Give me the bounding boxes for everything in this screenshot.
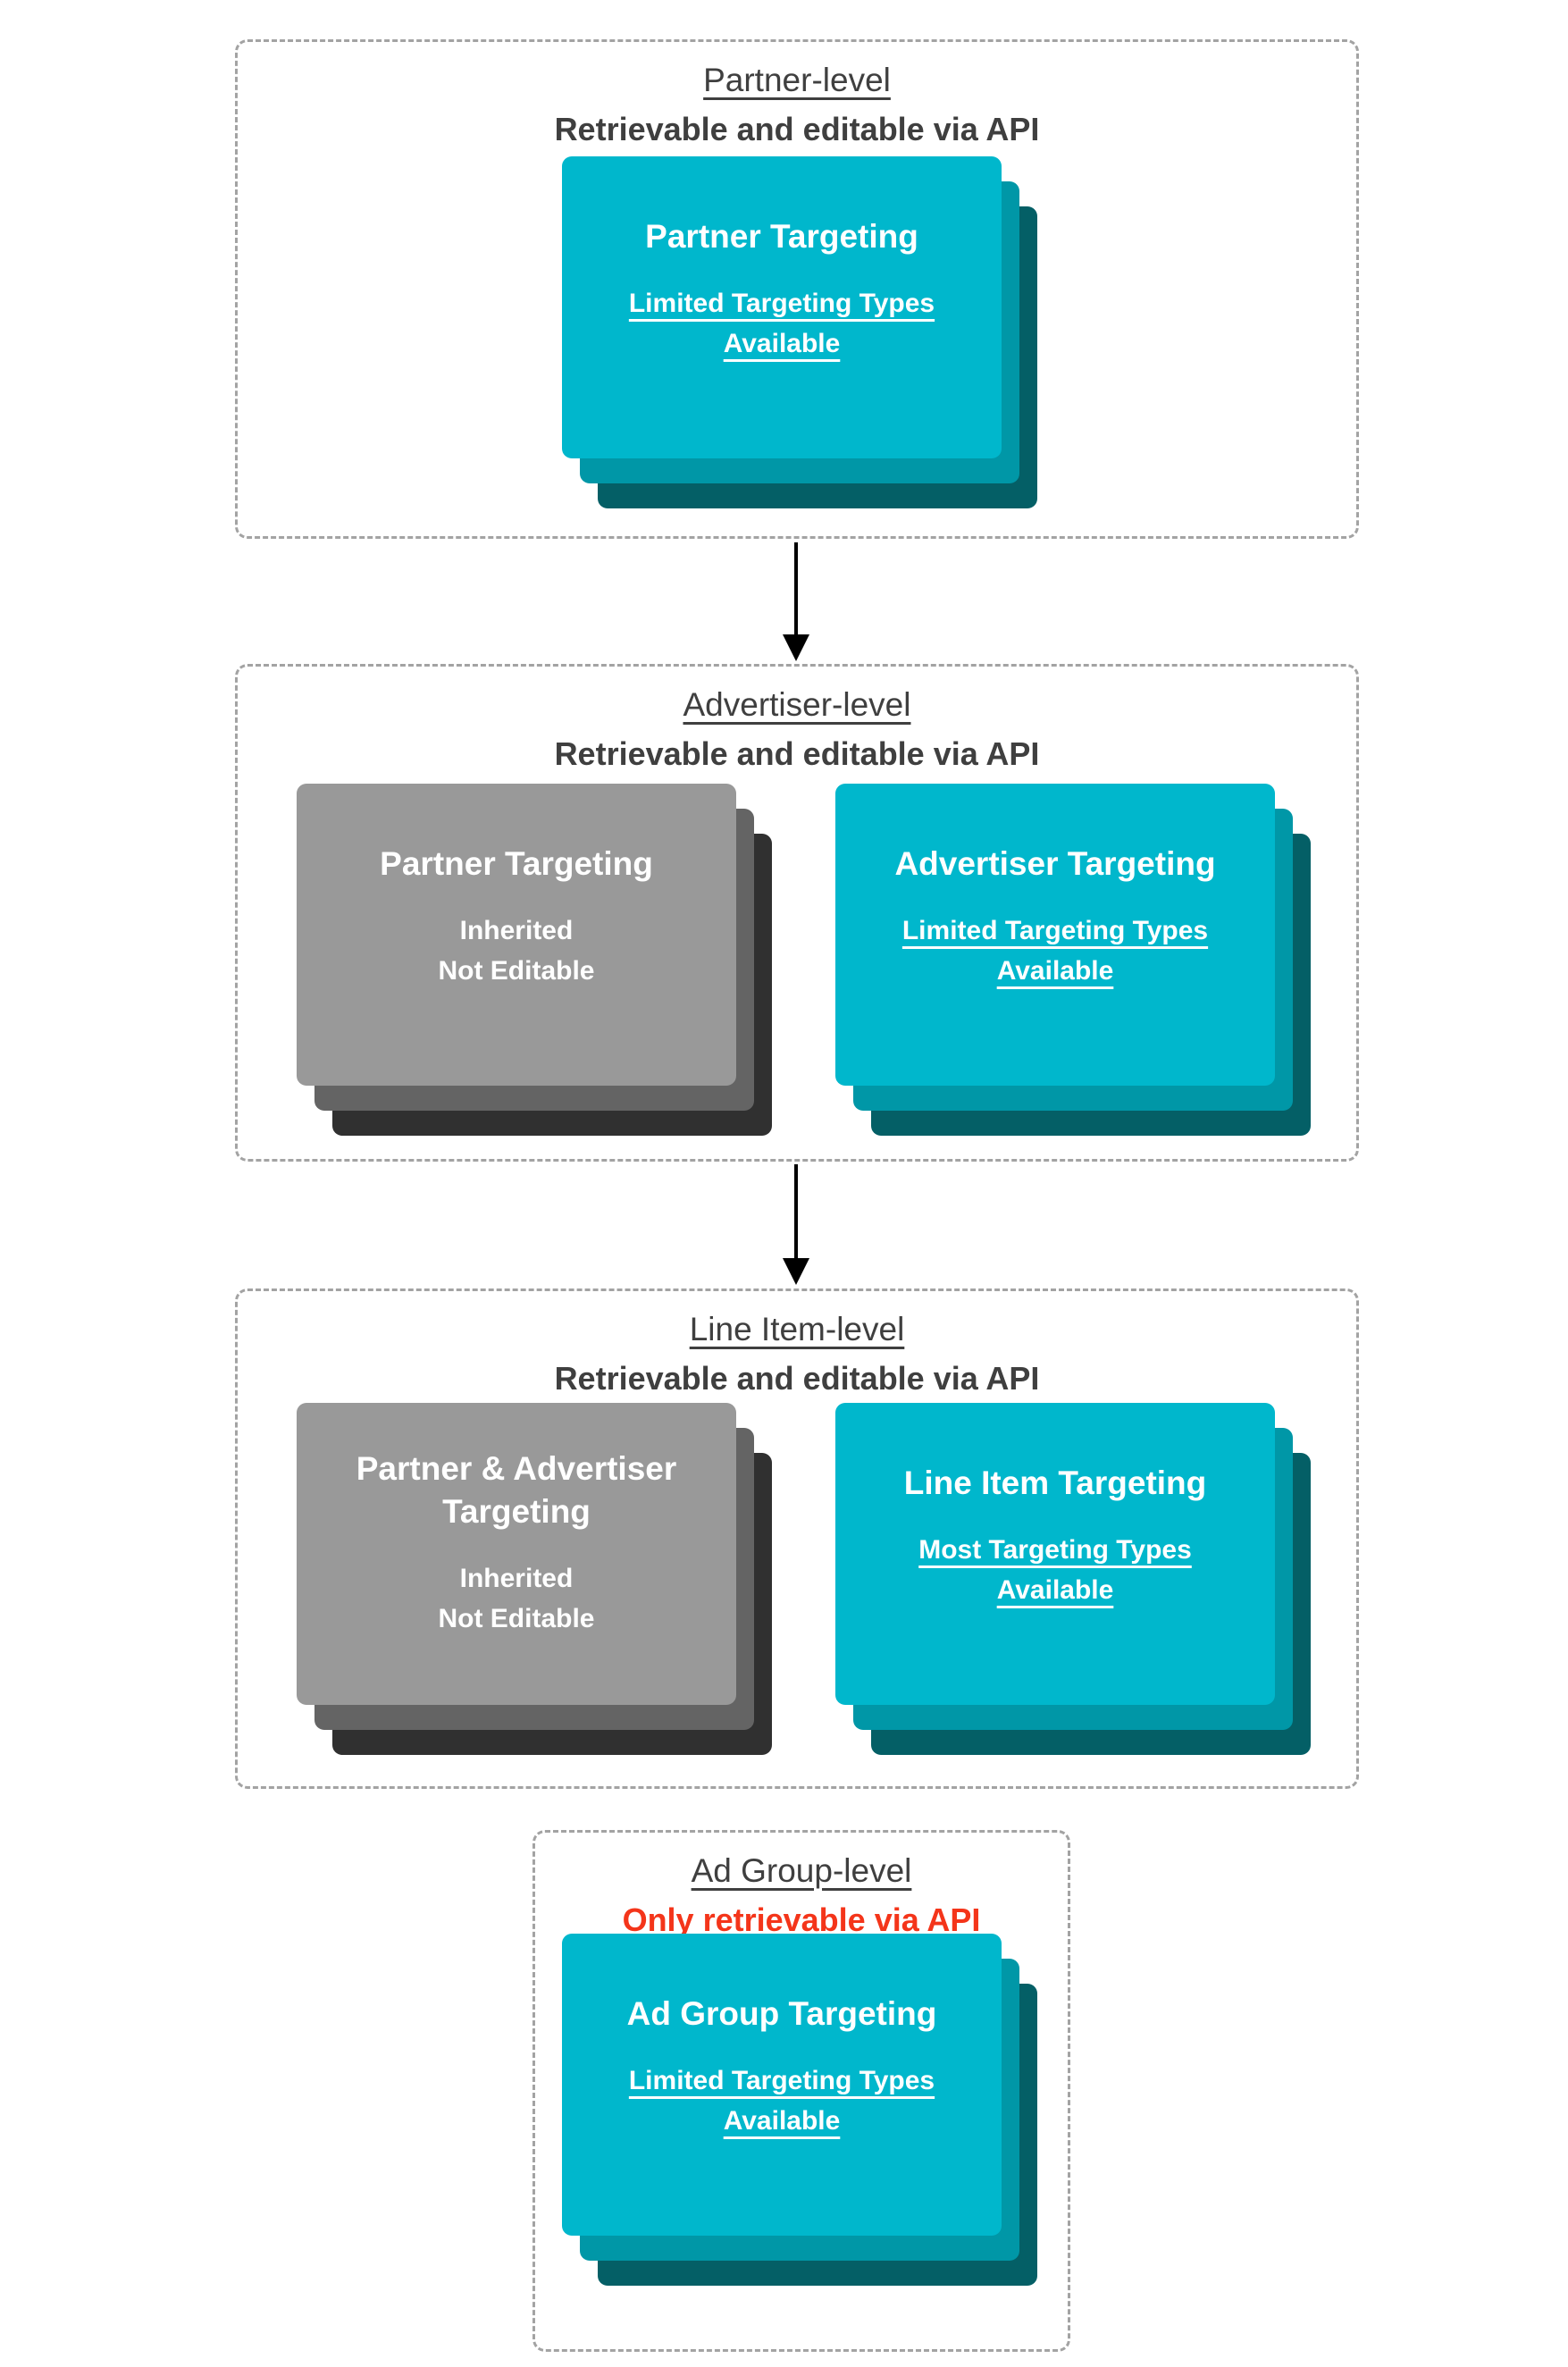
section-title: Partner-level [703, 62, 891, 98]
card-subtitle: Limited Targeting Types Available [901, 916, 1209, 986]
section-title: Advertiser-level [683, 686, 911, 723]
card-face: Ad Group Targeting Limited Targeting Typ… [562, 1934, 1002, 2236]
card-subtitle: Limited Targeting Types Available [628, 2066, 935, 2136]
card-title: Line Item Targeting [903, 1465, 1207, 1501]
section-ad-group-level: Ad Group-level Only retrievable via API [532, 1830, 1070, 2352]
card-line-item-targeting: Line Item Targeting Most Targeting Types… [835, 1403, 1311, 1755]
card-title: Ad Group Targeting [626, 1995, 937, 2032]
arrow-head [783, 634, 809, 661]
section-title: Ad Group-level [691, 1852, 912, 1889]
arrow-shaft [794, 1164, 798, 1262]
card-subtitle-line2: Not Editable [438, 1604, 595, 1634]
section-advertiser-level: Advertiser-level Retrievable and editabl… [235, 664, 1359, 1162]
arrow-shaft [794, 542, 798, 638]
section-line-item-level: Line Item-level Retrievable and editable… [235, 1288, 1359, 1789]
section-subtitle: Retrievable and editable via API [554, 735, 1040, 773]
card-subtitle-line2: Not Editable [438, 956, 595, 986]
card-subtitle: Inherited Not Editable [438, 911, 594, 991]
card-face: Partner Targeting Limited Targeting Type… [562, 156, 1002, 458]
section-subtitle: Retrievable and editable via API [554, 111, 1040, 148]
card-face: Advertiser Targeting Limited Targeting T… [835, 784, 1275, 1086]
card-title: Advertiser Targeting [894, 845, 1216, 882]
card-face: Partner & Advertiser Targeting Inherited… [297, 1403, 736, 1705]
card-partner-targeting: Partner Targeting Limited Targeting Type… [562, 156, 1037, 508]
card-subtitle: Inherited Not Editable [438, 1558, 594, 1639]
section-header: Partner-level Retrievable and editable v… [238, 42, 1356, 149]
down-arrow-icon [783, 1164, 809, 1285]
arrow-head [783, 1258, 809, 1285]
section-partner-level: Partner-level Retrievable and editable v… [235, 39, 1359, 539]
card-title: Partner & Advertiser Targeting [356, 1450, 677, 1531]
card-title: Partner Targeting [380, 845, 653, 882]
card-advertiser-targeting: Advertiser Targeting Limited Targeting T… [835, 784, 1311, 1136]
section-subtitle: Only retrievable via API [622, 1901, 981, 1939]
section-header: Ad Group-level Only retrievable via API [535, 1833, 1068, 1940]
card-subtitle-line1: Inherited [459, 1564, 574, 1594]
card-face: Partner Targeting Inherited Not Editable [297, 784, 736, 1086]
card-subtitle: Limited Targeting Types Available [628, 289, 935, 359]
down-arrow-icon [783, 542, 809, 661]
card-face: Line Item Targeting Most Targeting Types… [835, 1403, 1275, 1705]
card-subtitle-line1: Inherited [459, 916, 574, 946]
section-header: Advertiser-level Retrievable and editabl… [238, 667, 1356, 774]
card-ad-group-targeting: Ad Group Targeting Limited Targeting Typ… [562, 1934, 1037, 2286]
section-title: Line Item-level [689, 1311, 905, 1347]
section-header: Line Item-level Retrievable and editable… [238, 1291, 1356, 1398]
card-inherited-partner-targeting: Partner Targeting Inherited Not Editable [297, 784, 772, 1136]
section-subtitle: Retrievable and editable via API [554, 1360, 1040, 1398]
card-subtitle: Most Targeting Types Available [918, 1535, 1192, 1606]
card-inherited-partner-advertiser-targeting: Partner & Advertiser Targeting Inherited… [297, 1403, 772, 1755]
card-title: Partner Targeting [645, 218, 918, 255]
